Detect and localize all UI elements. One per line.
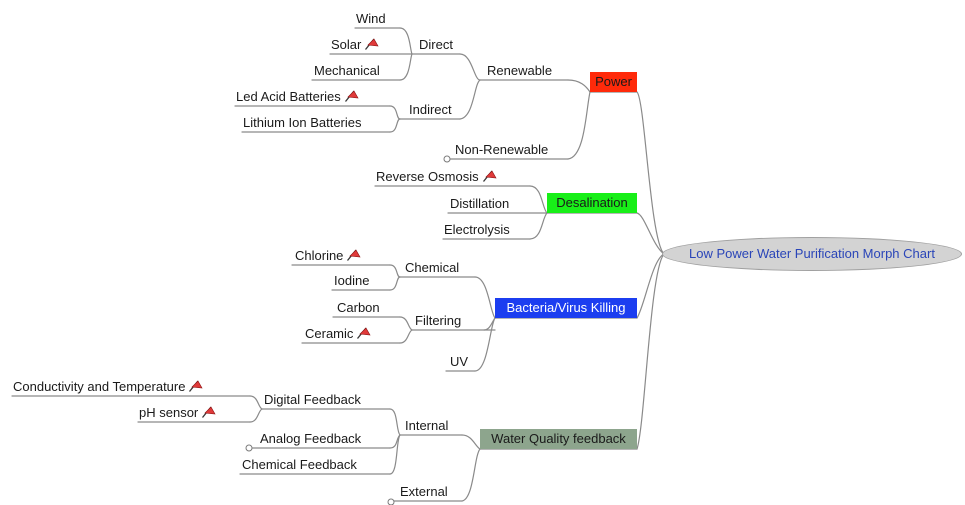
red-flag-icon	[201, 405, 216, 419]
node-filtering[interactable]: Filtering	[415, 313, 462, 328]
red-flag-icon	[344, 89, 359, 103]
branch-water-quality-feedback[interactable]: Water Quality feedback	[480, 429, 637, 449]
node-led-acid-batteries[interactable]: Led Acid Batteries	[236, 89, 359, 105]
branch-desalination-label: Desalination	[556, 195, 628, 210]
node-mechanical[interactable]: Mechanical	[314, 63, 380, 78]
node-direct[interactable]: Direct	[419, 37, 453, 52]
collapsed-node-circle-icon	[443, 155, 451, 163]
node-conductivity-and-temperature[interactable]: Conductivity and Temperature	[13, 379, 204, 395]
node-indirect[interactable]: Indirect	[409, 102, 452, 117]
node-solar[interactable]: Solar	[331, 37, 379, 53]
collapsed-node-circle-icon	[387, 498, 395, 505]
branch-power[interactable]: Power	[590, 72, 637, 92]
node-external[interactable]: External	[400, 484, 448, 499]
root-node[interactable]: Low Power Water Purification Morph Chart	[662, 237, 962, 271]
node-uv[interactable]: UV	[450, 354, 469, 369]
branch-bacteria-virus-killing[interactable]: Bacteria/Virus Killing	[495, 298, 637, 318]
node-lithium-ion-batteries[interactable]: Lithium Ion Batteries	[243, 115, 362, 130]
root-node-label: Low Power Water Purification Morph Chart	[689, 246, 935, 261]
node-iodine[interactable]: Iodine	[334, 273, 370, 288]
node-reverse-osmosis[interactable]: Reverse Osmosis	[376, 169, 497, 185]
branch-power-label: Power	[595, 74, 632, 89]
node-internal[interactable]: Internal	[405, 418, 449, 433]
red-flag-icon	[188, 379, 204, 393]
branch-bacteria-label: Bacteria/Virus Killing	[506, 300, 626, 315]
red-flag-icon	[356, 326, 371, 340]
node-renewable[interactable]: Renewable	[487, 63, 553, 78]
node-non-renewable[interactable]: Non-Renewable	[455, 142, 549, 157]
node-chlorine[interactable]: Chlorine	[295, 248, 361, 264]
red-flag-icon	[364, 37, 379, 51]
red-flag-icon	[346, 248, 361, 262]
red-flag-icon	[482, 169, 497, 183]
node-chemical-feedback[interactable]: Chemical Feedback	[242, 457, 357, 472]
node-chemical[interactable]: Chemical	[405, 260, 460, 275]
branch-water-quality-label: Water Quality feedback	[491, 431, 626, 446]
node-analog-feedback[interactable]: Analog Feedback	[260, 431, 362, 446]
node-electrolysis[interactable]: Electrolysis	[444, 222, 510, 237]
node-ph-sensor[interactable]: pH sensor	[139, 405, 216, 421]
node-digital-feedback[interactable]: Digital Feedback	[264, 392, 361, 407]
node-ceramic[interactable]: Ceramic	[305, 326, 371, 342]
node-distillation[interactable]: Distillation	[450, 196, 510, 211]
node-wind[interactable]: Wind	[356, 11, 386, 26]
branch-desalination[interactable]: Desalination	[547, 193, 637, 213]
collapsed-node-circle-icon	[245, 444, 253, 452]
node-carbon[interactable]: Carbon	[337, 300, 380, 315]
